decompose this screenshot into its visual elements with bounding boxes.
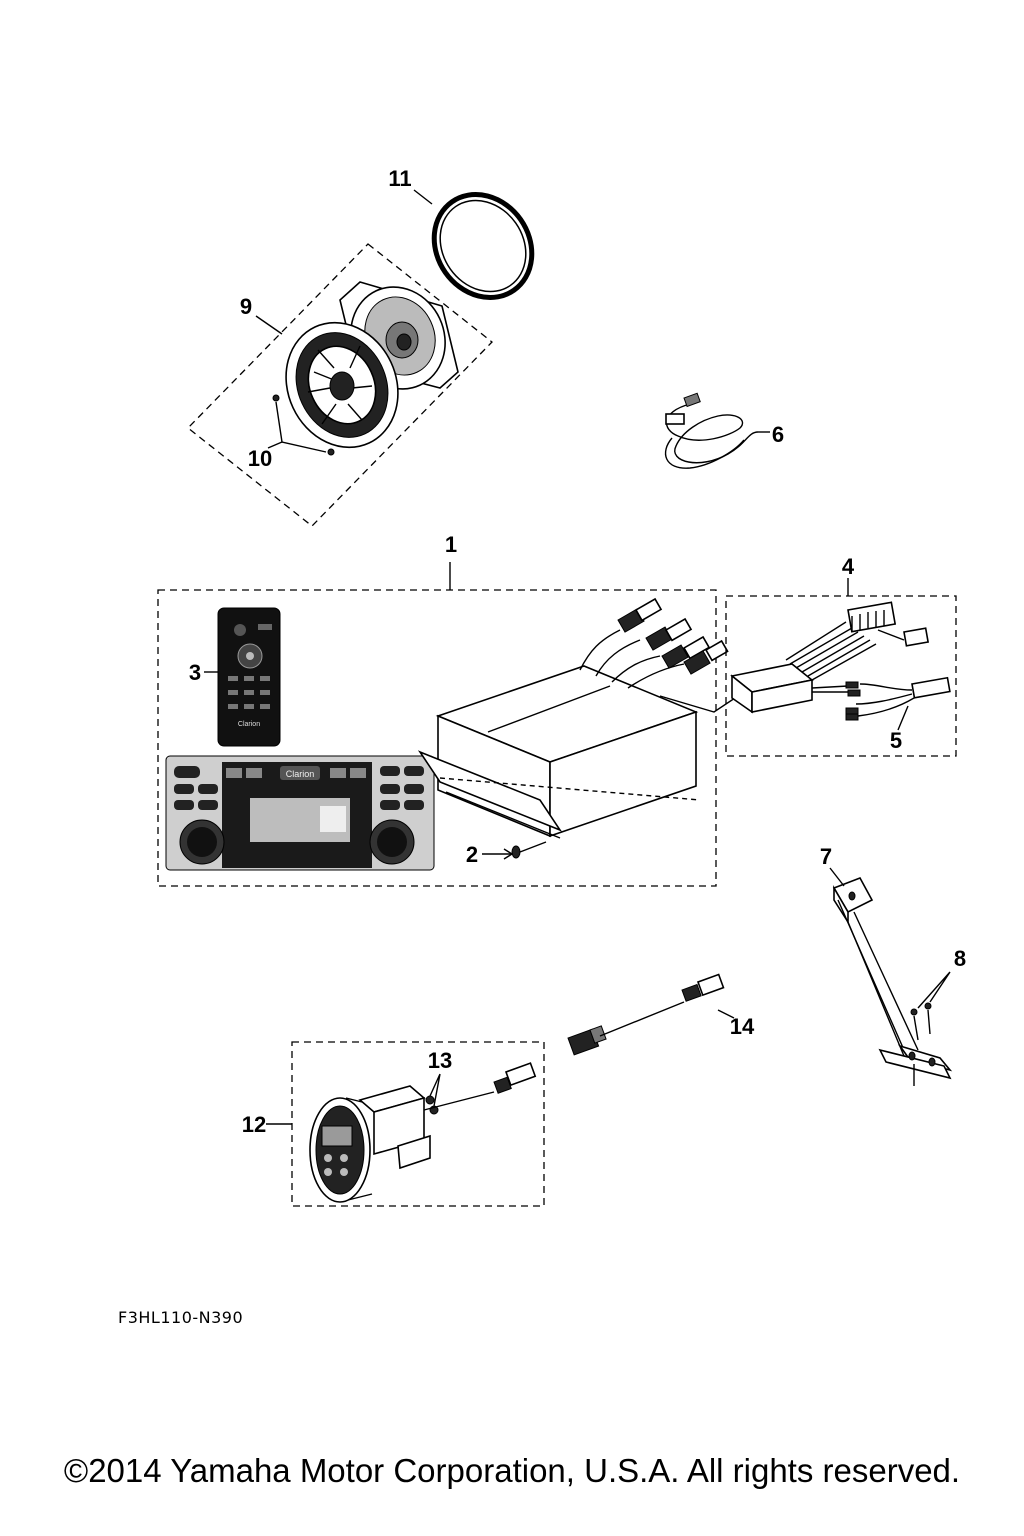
harness-illustration bbox=[730, 601, 930, 714]
wired-remote-display-illustration bbox=[309, 1062, 537, 1203]
stereo-kit-boundary bbox=[157, 589, 717, 887]
callout-12: 12 bbox=[242, 1112, 266, 1137]
callout-7: 7 bbox=[820, 844, 832, 869]
rca-adapter-illustration bbox=[845, 676, 951, 731]
callout-3: 3 bbox=[189, 660, 201, 685]
wiring-harness-group bbox=[725, 578, 957, 757]
callout-11: 11 bbox=[388, 166, 411, 191]
copyright-notice: ©2014 Yamaha Motor Corporation, U.S.A. A… bbox=[63, 1452, 961, 1489]
callout-14: 14 bbox=[730, 1014, 755, 1039]
callout-2: 2 bbox=[466, 842, 478, 867]
callout-5: 5 bbox=[890, 728, 902, 753]
drawing-code: F3HL110-N390 bbox=[118, 1308, 244, 1327]
callout-6: 6 bbox=[772, 422, 784, 447]
speaker-assembly-group bbox=[187, 189, 535, 527]
antenna-cable-illustration bbox=[664, 392, 770, 469]
mounting-screw-illustration bbox=[482, 841, 547, 860]
callout-1: 1 bbox=[445, 532, 457, 557]
remote-control-illustration: Clarion bbox=[217, 607, 281, 747]
remote-brand-label: Clarion bbox=[238, 721, 260, 728]
gasket-ring-illustration bbox=[431, 191, 535, 301]
harness-kit-boundary bbox=[725, 595, 957, 757]
speaker-grille-illustration bbox=[285, 321, 399, 449]
stereo-chassis-illustration bbox=[417, 665, 701, 839]
stereo-brand-label: Clarion bbox=[286, 769, 315, 779]
callout-13: 13 bbox=[428, 1048, 452, 1073]
callout-9: 9 bbox=[240, 294, 252, 319]
mounting-bracket-illustration bbox=[829, 867, 953, 1086]
callout-10: 10 bbox=[248, 446, 272, 471]
stereo-kit-group: Clarion Clarion bbox=[157, 562, 739, 887]
callout-8: 8 bbox=[954, 946, 966, 971]
stereo-faceplate-illustration: Clarion bbox=[165, 755, 435, 871]
callout-4: 4 bbox=[842, 554, 855, 579]
stereo-rear-cables-illustration bbox=[579, 597, 729, 689]
usb-extension-cable-illustration bbox=[567, 973, 735, 1056]
remote-display-group bbox=[266, 1041, 545, 1207]
